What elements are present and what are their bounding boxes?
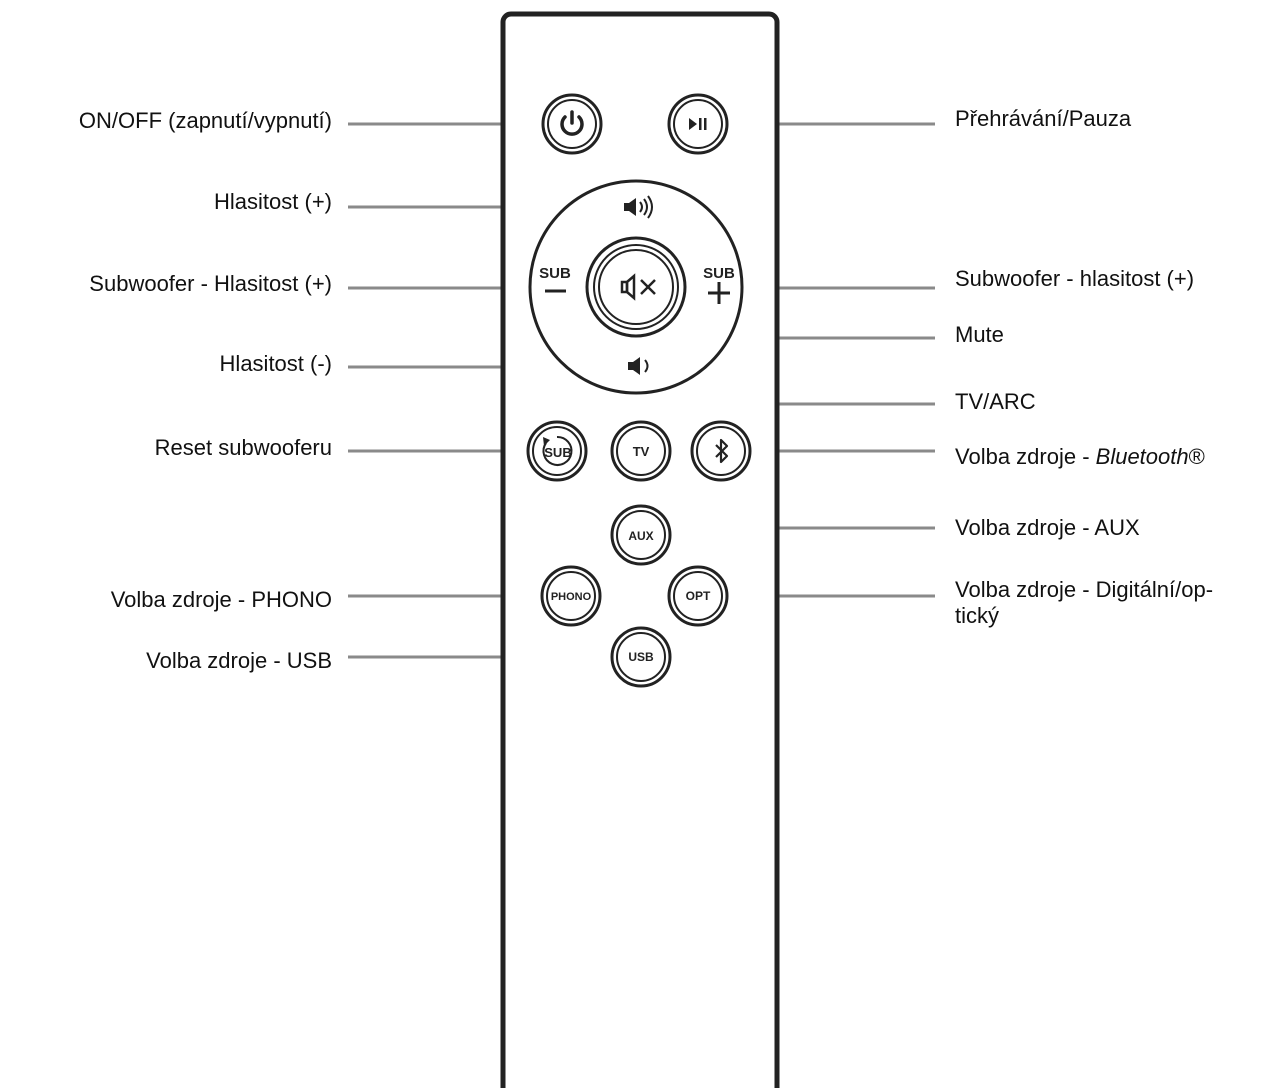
sub-reset-button[interactable]: SUB <box>526 420 588 482</box>
opt-button[interactable]: OPT <box>667 565 729 627</box>
label-bluetooth: Volba zdroje - Bluetooth® <box>955 444 1205 470</box>
play-pause-icon <box>689 118 707 130</box>
label-aux: Volba zdroje - AUX <box>955 515 1140 540</box>
sub-plus-button[interactable]: SUB <box>698 258 738 316</box>
power-button[interactable] <box>541 93 603 155</box>
label-sub-reset: Reset subwooferu <box>154 435 332 460</box>
tv-button[interactable]: TV <box>610 420 672 482</box>
sub-minus-label: SUB <box>539 265 571 282</box>
label-opt: Volba zdroje - Digitální/op- tický <box>955 577 1213 629</box>
aux-button[interactable]: AUX <box>610 504 672 566</box>
phono-button[interactable]: PHONO <box>540 565 602 627</box>
label-opt-line2: tický <box>955 603 999 628</box>
volume-down-button[interactable] <box>596 350 676 386</box>
label-volume-down: Hlasitost (-) <box>219 351 332 376</box>
tv-label: TV <box>633 444 650 459</box>
aux-label: AUX <box>628 529 653 543</box>
label-bluetooth-name: Bluetooth <box>1095 444 1189 469</box>
label-play-pause: Přehrávání/Pauza <box>955 106 1132 131</box>
speaker-quiet-icon <box>628 357 649 375</box>
play-pause-button[interactable] <box>667 93 729 155</box>
label-bluetooth-prefix: Volba zdroje - <box>955 444 1096 469</box>
sub-minus-button[interactable]: SUB <box>536 258 576 316</box>
label-opt-line1: Volba zdroje - Digitální/op- <box>955 577 1214 602</box>
mute-icon <box>620 273 656 301</box>
label-usb: Volba zdroje - USB <box>146 648 332 673</box>
label-phono: Volba zdroje - PHONO <box>110 587 332 612</box>
label-power: ON/OFF (zapnutí/vypnutí) <box>78 108 332 133</box>
bluetooth-button[interactable] <box>690 420 752 482</box>
sub-reset-label: SUB <box>544 445 571 460</box>
speaker-loud-icon <box>624 195 653 219</box>
reset-icon <box>542 435 573 466</box>
label-sub-plus: Subwoofer - hlasitost (+) <box>955 266 1195 291</box>
volume-up-button[interactable] <box>596 190 676 226</box>
label-bluetooth-reg: ® <box>1188 444 1205 469</box>
mute-button[interactable] <box>585 236 687 338</box>
opt-label: OPT <box>686 589 711 603</box>
power-icon <box>560 110 584 136</box>
bluetooth-icon <box>715 438 729 464</box>
label-mute: Mute <box>955 322 1004 347</box>
sub-plus-label: SUB <box>703 265 735 282</box>
label-tv: TV/ARC <box>955 389 1036 414</box>
label-volume-up: Hlasitost (+) <box>214 189 332 214</box>
plus-icon <box>708 282 730 304</box>
phono-label: PHONO <box>551 591 592 603</box>
usb-label: USB <box>628 650 654 664</box>
label-sub-minus: Subwoofer - Hlasitost (+) <box>89 271 332 296</box>
usb-button[interactable]: USB <box>610 626 672 688</box>
